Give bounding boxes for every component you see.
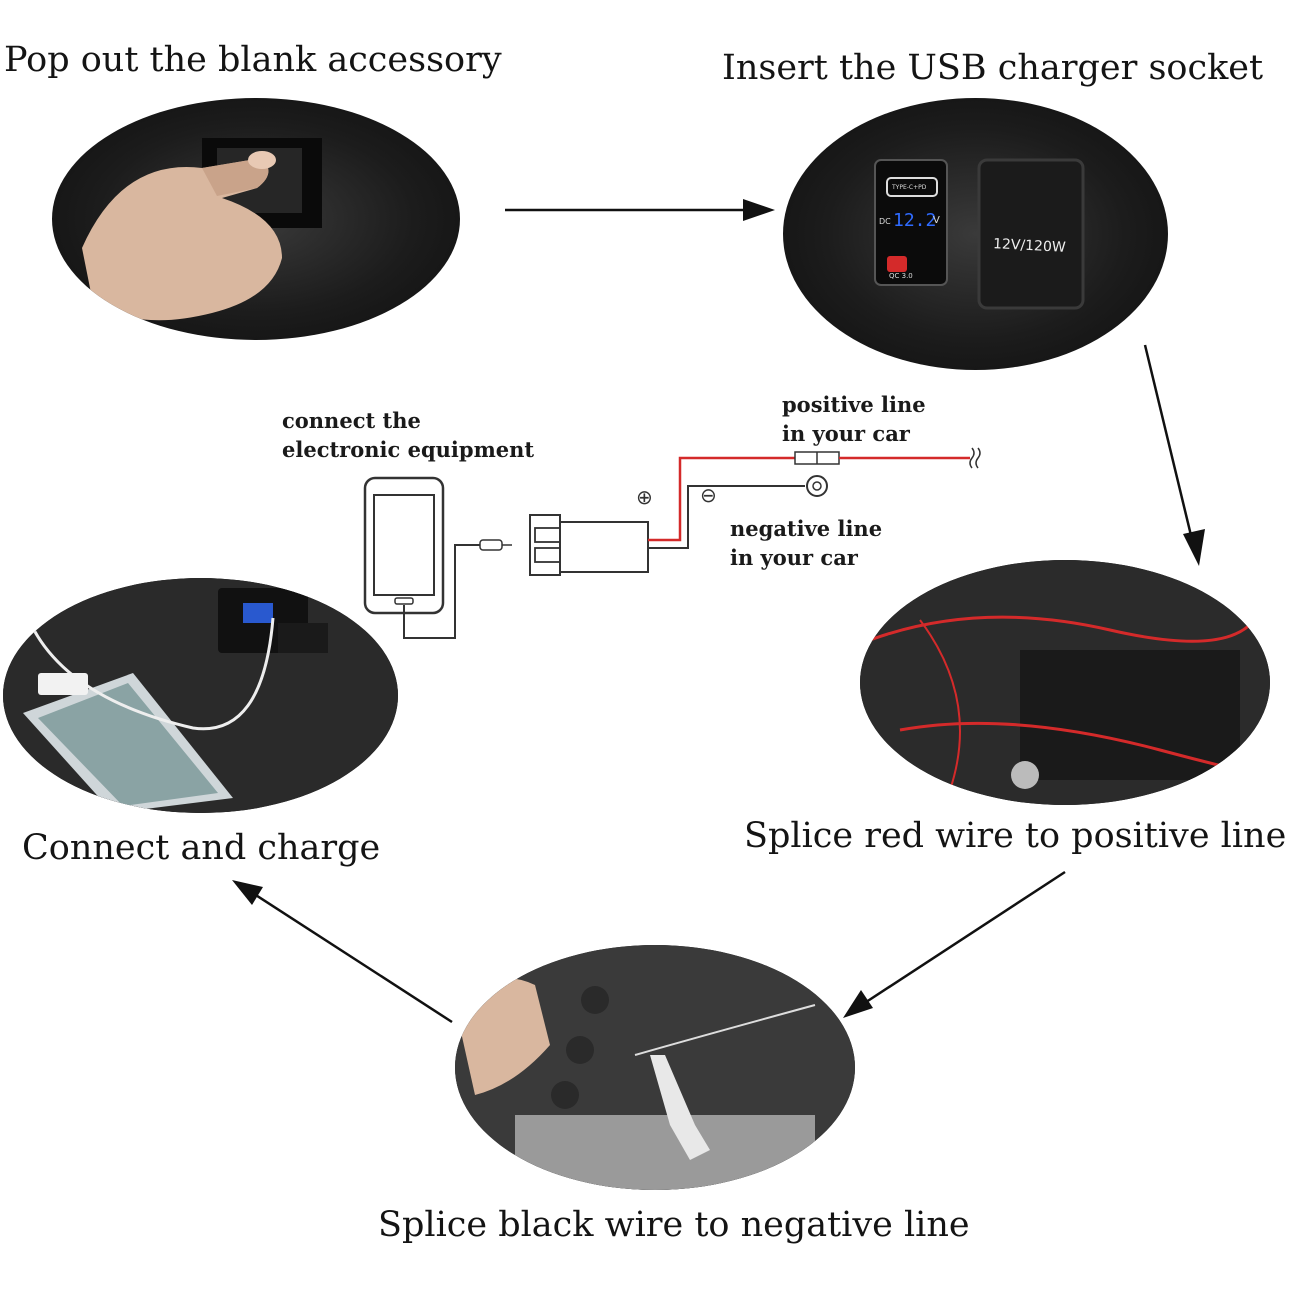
step-label-splice-red: Splice red wire to positive line [744,816,1287,856]
positive-label-line1: positive line [782,392,926,417]
voltage-unit: V [933,215,940,226]
photo-connect-charge [3,578,398,813]
plus-symbol: ⊕ [636,485,653,509]
positive-label-line2: in your car [782,421,910,446]
voltage-display: 12.2 [893,210,937,231]
negative-label-line2: in your car [730,545,858,570]
step-label-connect: Connect and charge [22,828,381,868]
positive-wire [648,456,795,542]
type-c-label: TYPE-C+PD [892,184,927,191]
arrowhead-1 [743,199,775,221]
device-label: connect the electronic equipment [282,406,534,464]
step-label-splice-black: Splice black wire to negative line [378,1205,970,1245]
minus-symbol: ⊖ [700,483,717,507]
negative-label-line1: negative line [730,516,883,541]
photo-pop-out-blank [52,98,460,340]
negative-line-label: negative line in your car [730,514,882,572]
step-label-insert: Insert the USB charger socket [722,48,1264,88]
dc-label: DC [879,217,891,226]
socket-illustration [874,158,1085,310]
device-label-line2: electronic equipment [282,437,535,462]
arrowhead-4 [232,880,263,905]
device-label-line1: connect the [282,408,421,433]
photo-usb-socket: TYPE-C+PD DC 12.2 V QC 3.0 12V/120W [783,98,1168,370]
usb-cable [403,544,480,639]
arrow-step4-to-step5 [244,886,453,1024]
pop-out-illustration [82,138,322,321]
connect-charge-illustration [3,578,398,813]
photo-splice-black [455,945,855,1190]
splice-red-illustration [860,560,1270,805]
arrow-step3-to-step4 [856,870,1066,1010]
qc-label: QC 3.0 [889,272,913,280]
wiring-diagram: ⊕ ⊖ [363,447,981,639]
socket-module [529,514,561,576]
usb-plug [479,539,503,551]
step-label-pop-out: Pop out the blank accessory [4,40,502,80]
arrow-step2-to-step3 [1143,344,1197,553]
phone-icon [363,476,445,615]
positive-line-label: positive line in your car [782,390,926,448]
splice-black-illustration [455,945,855,1190]
negative-wire [648,485,805,549]
photo-splice-red [860,560,1270,805]
